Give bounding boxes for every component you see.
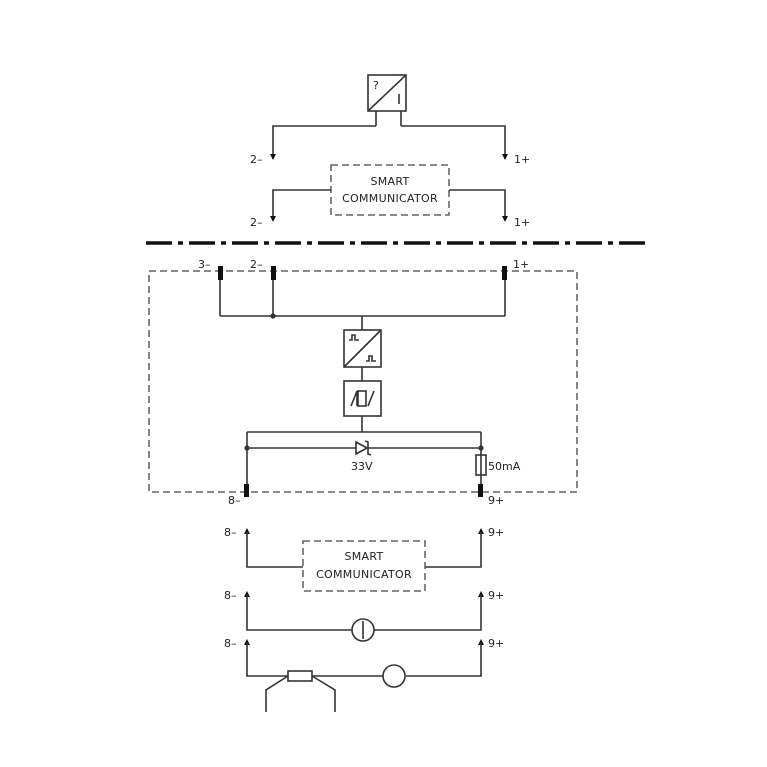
smart-communicator-bottom-line2: COMMUNICATOR [316, 568, 412, 581]
isolator-converter [343, 329, 382, 381]
terminal-block-2 [271, 266, 276, 280]
smart-communicator-bottom-line1: SMART [344, 550, 383, 563]
terminal-block-8 [244, 484, 249, 497]
terminal-label-meter-9: 9+ [488, 589, 504, 602]
terminal-label-meter-8: 8– [224, 589, 237, 602]
top-loop-wires [270, 125, 508, 160]
terminal-label-bottom-9: 9+ [488, 637, 504, 650]
device-enclosure [148, 270, 578, 493]
top-sensor-device: ? [367, 74, 407, 126]
terminal-label-top-1a: 1+ [514, 153, 530, 166]
terminal-label-1: 1+ [513, 258, 529, 271]
smart-communicator-top-line2: COMMUNICATOR [342, 192, 438, 205]
zener-diode [355, 440, 372, 456]
terminal-block-9 [478, 484, 483, 497]
terminal-label-sc-9: 9+ [488, 526, 504, 539]
terminal-block-3 [218, 266, 223, 280]
smart-communicator-top-line1: SMART [370, 175, 409, 188]
fuse-label: 50mA [488, 460, 521, 473]
terminal-block-1 [502, 266, 507, 280]
terminal-label-8: 8– [228, 494, 241, 507]
terminal-label-3: 3– [198, 258, 211, 271]
top-device-symbol: ? [373, 79, 379, 92]
output-driver [343, 380, 382, 432]
output-wiring [244, 431, 484, 486]
fuse [475, 454, 487, 476]
current-meter-loop [244, 591, 484, 642]
indicator-lamp-icon [382, 664, 406, 688]
load-resistor [287, 670, 313, 682]
terminal-label-9: 9+ [488, 494, 504, 507]
terminal-label-top-2a: 2– [250, 153, 263, 166]
input-wiring [219, 280, 506, 330]
zener-label: 33V [351, 460, 373, 473]
terminal-label-2: 2– [250, 258, 263, 271]
current-meter-icon [351, 618, 375, 642]
terminal-label-sc-8: 8– [224, 526, 237, 539]
bottom-loop [244, 639, 484, 712]
terminal-label-top-1b: 1+ [514, 216, 530, 229]
smart-communicator-bottom: SMART COMMUNICATOR [244, 528, 484, 592]
terminal-label-top-2b: 2– [250, 216, 263, 229]
smart-communicator-top: SMART COMMUNICATOR [270, 164, 508, 222]
terminal-label-bottom-8: 8– [224, 637, 237, 650]
